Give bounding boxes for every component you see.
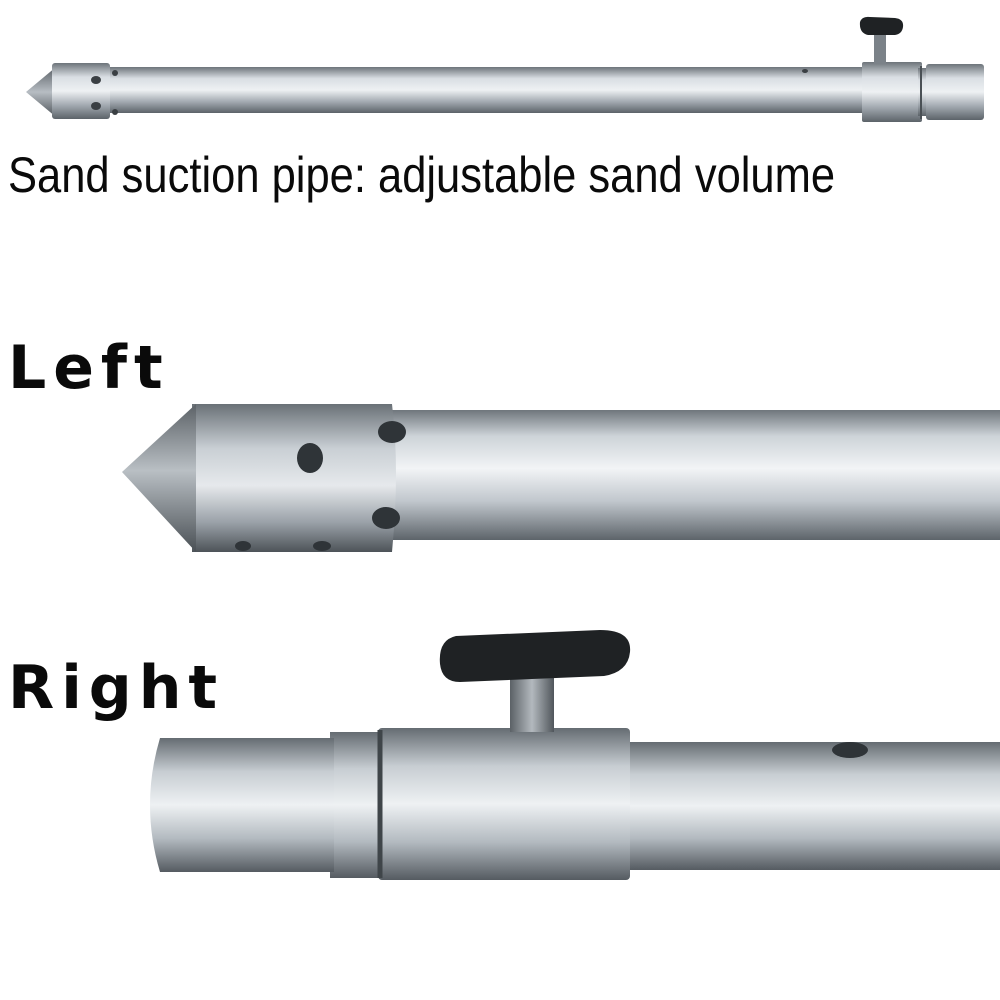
product-title: Sand suction pipe: adjustable sand volum… [8, 147, 836, 203]
right-end-label: Right [8, 653, 225, 723]
full-pipe-photo [26, 16, 984, 122]
left-end-label: Left [8, 333, 170, 403]
